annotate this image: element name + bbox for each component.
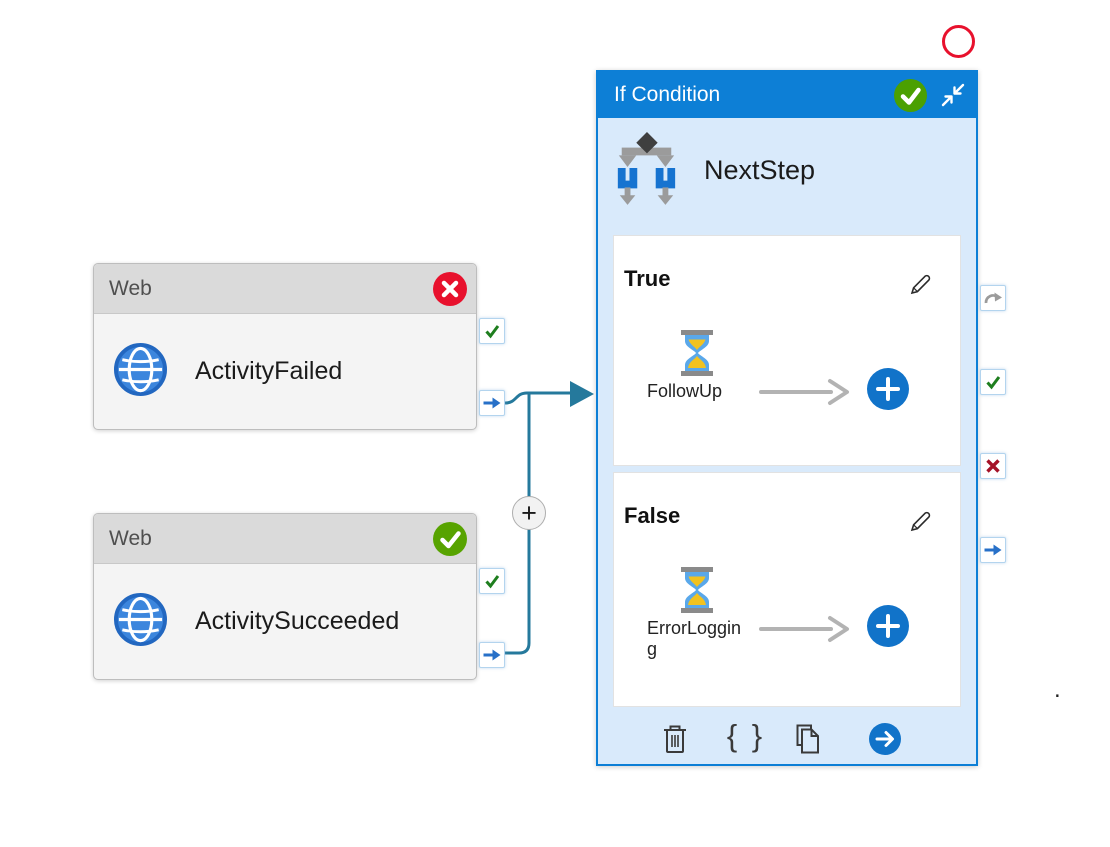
- add-connection-junction[interactable]: +: [512, 496, 546, 530]
- success-port-check-icon[interactable]: [479, 318, 505, 344]
- pencil-icon[interactable]: [906, 270, 934, 298]
- activity-name: ActivitySucceeded: [195, 607, 400, 635]
- true-branch-card: True FollowUp: [613, 235, 961, 466]
- web-node-body: ActivitySucceeded: [94, 564, 476, 679]
- if-branch-icon: [612, 131, 680, 210]
- skip-port-arrow-icon[interactable]: [980, 285, 1006, 311]
- web-node-header: Web: [94, 514, 476, 564]
- valid-check-circle-icon: [894, 78, 927, 112]
- next-activity-arrow-icon: [759, 614, 851, 649]
- hourglass-wait-icon: [681, 330, 713, 376]
- branch-label: False: [624, 503, 681, 528]
- stray-dot: .: [1054, 676, 1061, 703]
- if-condition-type-label: If Condition: [614, 83, 721, 106]
- web-activity-node-failed[interactable]: Web ActivityFailed: [93, 263, 477, 430]
- trash-icon[interactable]: [661, 722, 689, 756]
- output-port-arrow-icon[interactable]: [479, 390, 505, 416]
- output-port-arrow-icon[interactable]: [479, 642, 505, 668]
- pencil-icon[interactable]: [906, 507, 934, 535]
- activity-type-label: Web: [109, 276, 152, 300]
- branch-label: True: [624, 266, 671, 291]
- hourglass-wait-icon: [681, 567, 713, 613]
- output-port-arrow-icon[interactable]: [980, 537, 1006, 563]
- branch-activity-wait[interactable]: ErrorLogging: [644, 567, 750, 660]
- branch-activity-name: ErrorLogging: [647, 618, 742, 660]
- globe-icon: [113, 592, 168, 652]
- success-check-circle-icon: [433, 521, 467, 556]
- braces-code-icon[interactable]: { }: [726, 718, 766, 753]
- collapse-arrows-icon[interactable]: [940, 82, 966, 108]
- activity-name: ActivityFailed: [195, 357, 343, 385]
- web-activity-node-succeeded[interactable]: Web ActivitySucceeded: [93, 513, 477, 680]
- branch-activity-name: FollowUp: [647, 381, 723, 401]
- web-node-header: Web: [94, 264, 476, 314]
- copy-icon[interactable]: [792, 722, 822, 756]
- if-condition-activity-name: NextStep: [704, 155, 816, 185]
- add-activity-button[interactable]: [867, 605, 909, 647]
- if-condition-activity-panel[interactable]: If Condition: [596, 70, 978, 766]
- globe-icon: [113, 342, 168, 402]
- add-activity-button[interactable]: [867, 368, 909, 410]
- if-condition-header[interactable]: If Condition: [598, 72, 976, 118]
- open-arrow-button[interactable]: [869, 723, 901, 755]
- fail-port-x-icon[interactable]: [980, 453, 1006, 479]
- web-node-body: ActivityFailed: [94, 314, 476, 429]
- branch-activity-wait[interactable]: FollowUp: [644, 330, 750, 402]
- false-branch-card: False ErrorLogging: [613, 472, 961, 707]
- if-condition-name-row: NextStep: [598, 118, 976, 210]
- if-condition-toolbar: { }: [598, 718, 976, 764]
- annotation-circle: [942, 25, 975, 58]
- success-port-check-icon[interactable]: [479, 568, 505, 594]
- activity-type-label: Web: [109, 526, 152, 550]
- success-port-check-icon[interactable]: [980, 369, 1006, 395]
- next-activity-arrow-icon: [759, 377, 851, 412]
- error-x-circle-icon: [433, 271, 467, 306]
